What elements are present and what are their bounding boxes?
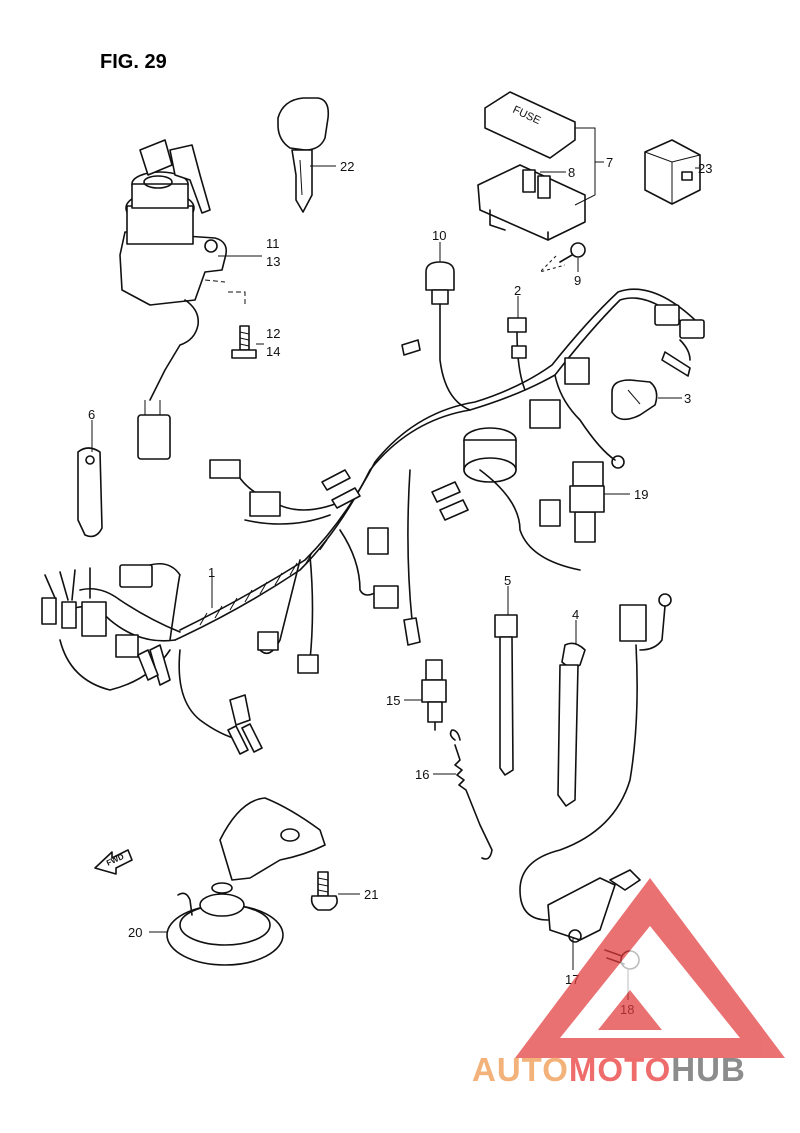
forward-direction-arrow: FWD	[94, 849, 133, 875]
figure-title: FIG. 29	[100, 51, 167, 73]
main-wiring-harness-part	[41, 288, 705, 755]
callout-14: 14	[266, 344, 280, 359]
side-stand-switch-part	[519, 593, 672, 943]
callout-4: 4	[572, 607, 579, 622]
callout-13: 13	[266, 254, 280, 269]
relay-part	[644, 139, 701, 205]
watermark-part-3: HUB	[671, 1051, 746, 1088]
fuse-box-part: FUSE	[477, 91, 586, 241]
small-connector-part	[507, 317, 527, 333]
callout-16: 16	[415, 767, 429, 782]
bolt-part	[231, 325, 257, 359]
callout-3: 3	[684, 391, 691, 406]
callout-5: 5	[504, 573, 511, 588]
clamp-strip-part	[77, 447, 103, 538]
spring-part	[449, 729, 493, 860]
horn-part	[166, 797, 326, 966]
callout-10: 10	[432, 228, 446, 243]
key-part	[277, 97, 330, 213]
callout-labels: 1 2 3 4 5 6 7 8 9 10 11 13 12 14 15 16 1…	[88, 155, 712, 1017]
callout-6: 6	[88, 407, 95, 422]
turn-signal-relay-part	[569, 461, 605, 513]
ignition-switch-part	[119, 139, 246, 460]
callout-8: 8	[568, 165, 575, 180]
callout-2: 2	[514, 283, 521, 298]
clamp-band-part	[557, 642, 586, 807]
watermark-text: AUTOMOTOHUB	[472, 1051, 746, 1088]
watermark-part-2: MOTO	[569, 1051, 671, 1088]
brake-switch-part	[421, 659, 447, 731]
fuse-box-screw-part	[538, 242, 586, 273]
callout-19: 19	[634, 487, 648, 502]
callout-22: 22	[340, 159, 354, 174]
cable-tie-part	[494, 614, 518, 776]
callout-11: 11	[266, 236, 280, 251]
leader-lines	[91, 127, 700, 1000]
watermark-part-1: AUTO	[472, 1051, 569, 1088]
callout-9: 9	[574, 273, 581, 288]
neutral-switch-part	[425, 261, 455, 305]
callout-21: 21	[364, 887, 378, 902]
callout-20: 20	[128, 925, 142, 940]
rubber-cap-part	[611, 379, 658, 421]
horn-bolt-part	[310, 871, 338, 911]
callout-15: 15	[386, 693, 400, 708]
callout-1: 1	[208, 565, 215, 580]
callout-12: 12	[266, 326, 280, 341]
callout-7: 7	[606, 155, 613, 170]
automotohub-watermark-logo	[515, 878, 785, 1058]
callout-23: 23	[698, 161, 712, 176]
